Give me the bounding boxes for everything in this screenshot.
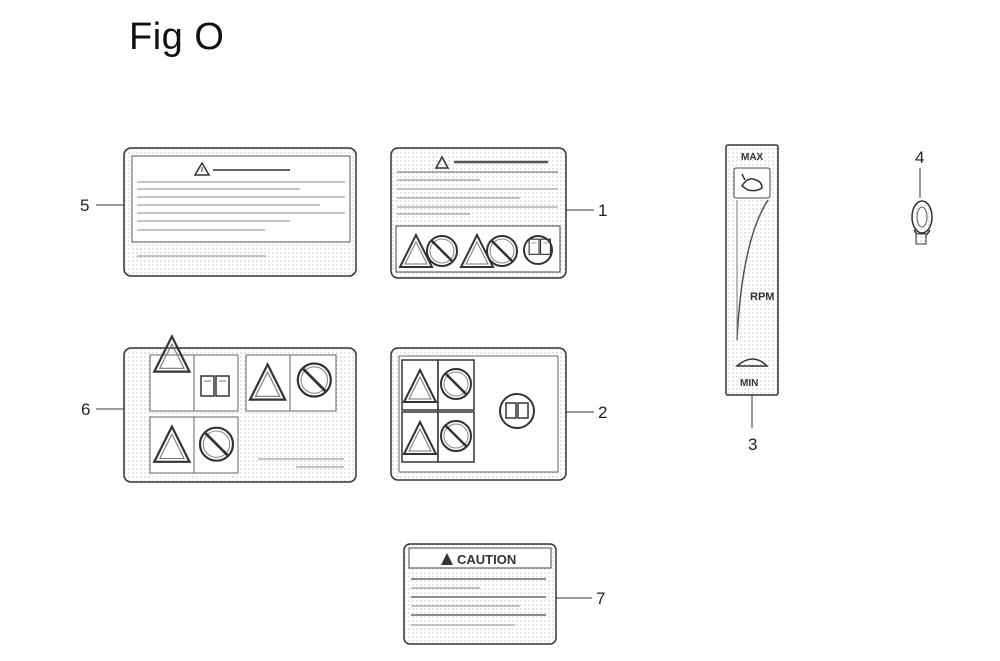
label-7-caution-decal: CAUTION 7 — [403, 543, 605, 645]
warning-triangle-icon — [434, 155, 450, 169]
max-label: MAX — [741, 152, 764, 163]
turtle-icon — [735, 358, 769, 367]
callout-5: 5 — [80, 196, 89, 215]
label-2-pictogram-decal: 2 — [390, 347, 607, 481]
min-label: MIN — [740, 378, 758, 389]
callout-4: 4 — [915, 148, 924, 167]
callout-2: 2 — [598, 403, 607, 422]
figure-title: Fig O — [129, 16, 225, 58]
rpm-label: RPM — [750, 291, 774, 303]
read-manual-icon — [499, 393, 535, 429]
rabbit-icon — [733, 167, 771, 199]
callout-1: 1 — [598, 201, 607, 220]
warning-triangle-icon — [441, 553, 453, 565]
caution-header: CAUTION — [457, 552, 516, 567]
label-5-warning-decal: 5 — [80, 147, 357, 277]
callout-3: 3 — [748, 435, 757, 454]
part-4-clip: 4 — [911, 148, 933, 245]
label-6-pictogram-decal: 6 — [81, 335, 357, 483]
read-manual-icon — [523, 235, 553, 265]
label-3-throttle-decal: MAX RPM MIN 3 — [725, 144, 779, 454]
callout-7: 7 — [596, 589, 605, 608]
label-1-warning-decal: 1 — [390, 147, 607, 279]
warning-triangle-icon — [193, 161, 211, 176]
callout-6: 6 — [81, 400, 90, 419]
